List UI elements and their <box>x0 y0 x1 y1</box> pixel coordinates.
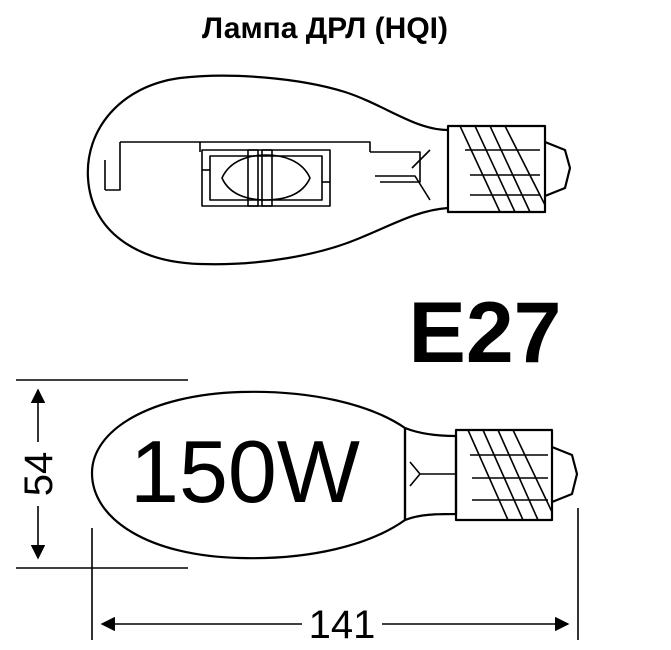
support-wire <box>104 141 421 191</box>
lamp-detailed-drawing <box>86 74 572 266</box>
neck-wires <box>409 461 456 487</box>
lamp-outline-drawing <box>90 390 579 560</box>
socket-label: E27 <box>408 285 561 381</box>
lamp-cap-top <box>446 124 572 214</box>
arc-tube-frame-inner <box>209 155 323 201</box>
arc-tube-electrode-left <box>247 149 259 207</box>
lamp-cap-bottom <box>454 428 579 522</box>
cap-contact-top <box>543 140 572 198</box>
support-wire-lower <box>375 149 431 201</box>
arc-tube-electrode-right <box>261 149 273 207</box>
cap-contact-bottom <box>550 445 579 504</box>
diagram-title: Лампа ДРЛ (HQI) <box>202 12 448 45</box>
diameter-dimension: 54 <box>16 379 188 569</box>
arc-tube <box>221 154 311 201</box>
length-dimension: 141 <box>91 508 579 648</box>
length-value: 141 <box>309 603 376 647</box>
diameter-value: 54 <box>17 452 61 497</box>
glass-envelope <box>86 74 450 266</box>
power-label: 150W <box>130 422 360 521</box>
bulb-body <box>90 390 407 560</box>
